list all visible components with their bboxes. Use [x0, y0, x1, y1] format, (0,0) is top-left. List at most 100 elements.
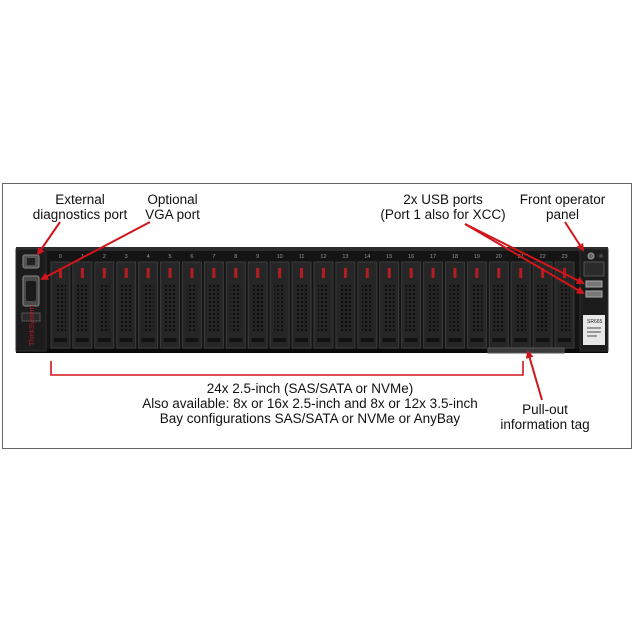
drive-bay-latch-icon: [343, 268, 347, 278]
drive-bay-handle: [273, 338, 287, 342]
drive-bay-vent: [537, 284, 549, 332]
drive-bay-latch-icon: [102, 268, 106, 278]
bay-number: 18: [452, 254, 458, 260]
drive-bay-handle: [426, 338, 440, 342]
drive-bay[interactable]: [554, 261, 575, 349]
label-drive-bays: 24x 2.5-inch (SAS/SATA or NVMe) Also ava…: [142, 381, 478, 426]
drive-bay-vent: [339, 284, 351, 332]
drive-bay-latch-icon: [256, 268, 260, 278]
arrow-external-diag: [36, 221, 61, 256]
drive-bay-latch-icon: [387, 268, 391, 278]
drive-bay[interactable]: [510, 261, 531, 349]
drive-bay[interactable]: [50, 261, 71, 349]
bay-bracket: [50, 361, 524, 376]
drive-bay-latch-icon: [541, 268, 545, 278]
drive-bay[interactable]: [401, 261, 422, 349]
bay-number: 11: [299, 254, 305, 260]
drive-bay[interactable]: [160, 261, 180, 349]
label-pullout-tag: Pull-out information tag: [500, 402, 590, 432]
label-external-diagnostics: External diagnostics port: [32, 192, 128, 222]
diagnostics-port-icon: [22, 254, 40, 269]
drive-bay-latch-icon: [168, 268, 172, 278]
bay-number: 3: [125, 254, 128, 260]
status-led-icon: [599, 254, 603, 258]
drive-bay[interactable]: [423, 261, 444, 349]
arrow-usb-1: [464, 223, 585, 284]
drive-bay-latch-icon: [453, 268, 457, 278]
drive-bay[interactable]: [488, 261, 509, 349]
drive-bay-latch-icon: [80, 268, 84, 278]
drive-bay[interactable]: [445, 261, 465, 349]
drive-bay-latch-icon: [124, 268, 128, 278]
drive-bay[interactable]: [247, 261, 268, 349]
drive-bay-vent: [318, 284, 329, 332]
brand-text: ThinkSystem: [29, 305, 36, 346]
bay-number: 23: [561, 254, 567, 260]
drive-bay-handle: [207, 338, 221, 342]
drive-bay-latch-icon: [365, 268, 369, 278]
drive-bay-vent: [120, 284, 132, 332]
drive-bay[interactable]: [203, 261, 224, 349]
drive-bay[interactable]: [357, 261, 378, 349]
drive-bay-vent: [296, 284, 307, 332]
bay-number: 16: [408, 254, 414, 260]
drive-bay-latch-icon: [190, 268, 194, 278]
operator-panel-icon: [583, 261, 605, 277]
bay-number: 13: [342, 254, 348, 260]
bay-number: 5: [169, 254, 172, 260]
drive-bay-handle: [492, 338, 506, 342]
drive-bay[interactable]: [291, 261, 312, 349]
bay-number: 14: [364, 254, 370, 260]
drive-bay-vent: [142, 284, 154, 332]
drive-bay-latch-icon: [431, 268, 435, 278]
drive-bay[interactable]: [182, 261, 202, 349]
usb-port-1-icon[interactable]: [585, 280, 603, 288]
drive-bay[interactable]: [72, 261, 93, 349]
drive-bay-handle: [185, 338, 199, 342]
drive-bay-handle: [251, 338, 265, 342]
drive-bay[interactable]: [335, 261, 356, 349]
drive-bay[interactable]: [138, 261, 159, 349]
drive-bay[interactable]: [313, 261, 334, 349]
label-usb-ports: 2x USB ports (Port 1 also for XCC): [380, 192, 506, 222]
bay-number: 2: [103, 254, 106, 260]
arrow-usb-2: [464, 223, 585, 295]
bay-number: 0: [59, 254, 62, 260]
drive-bay-handle: [360, 338, 374, 342]
arrow-vga: [40, 221, 151, 280]
drive-bay[interactable]: [94, 261, 115, 349]
drive-bay-latch-icon: [321, 268, 325, 278]
drive-bay-handle: [229, 338, 243, 342]
callout-arrows: [36, 221, 585, 401]
drive-bay[interactable]: [532, 261, 553, 349]
drive-bay[interactable]: [466, 261, 487, 349]
drive-bay-vent: [186, 284, 198, 332]
bay-number: 4: [147, 254, 150, 260]
left-rack-ear: ThinkSystem: [15, 248, 47, 352]
drive-bay-vent: [208, 284, 220, 332]
drive-bay-handle: [97, 338, 111, 342]
drive-bay[interactable]: [225, 261, 246, 349]
drive-bay-handle: [470, 338, 484, 342]
drive-bay[interactable]: [116, 261, 137, 349]
drive-bay-vent: [230, 284, 242, 332]
drive-bay-vent: [383, 284, 395, 332]
drive-bay-vent: [76, 284, 88, 332]
drive-bay-vent: [515, 284, 527, 332]
power-button-icon[interactable]: [587, 252, 595, 260]
drive-bay[interactable]: [379, 261, 400, 349]
drive-bay[interactable]: [269, 261, 290, 349]
usb-port-2-icon[interactable]: [585, 290, 603, 298]
drive-bay-latch-icon: [475, 268, 479, 278]
drive-bay-vent: [493, 284, 505, 332]
arrow-front-panel: [564, 221, 585, 252]
pullout-tag-icon[interactable]: [487, 347, 565, 354]
drive-bay-handle: [338, 338, 352, 342]
drive-bay-handle: [163, 338, 177, 342]
drive-bay-vent: [559, 284, 570, 332]
bay-number: 19: [474, 254, 480, 260]
drive-bay-vent: [164, 284, 176, 332]
model-text: SR665: [587, 319, 603, 325]
bay-number: 7: [212, 254, 215, 260]
